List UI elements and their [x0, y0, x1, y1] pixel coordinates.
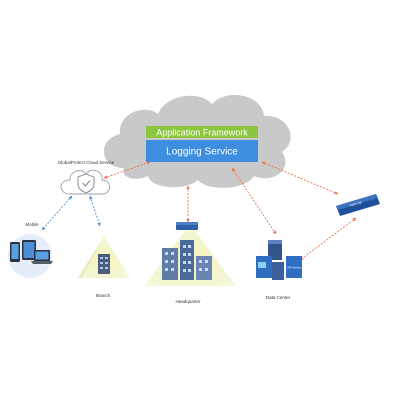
mobile-node: Mobile [8, 222, 53, 278]
data-center-label: Data Center [266, 295, 291, 300]
vm-firewall-label: VM-Series [287, 266, 302, 270]
dc-vm-firewall-icon [286, 256, 302, 278]
hq-building-main-icon [180, 240, 194, 280]
app-framework-label: Application Framework [156, 128, 248, 138]
data-center-node: VM-Series Data Center [256, 240, 302, 300]
logging-service-bar [146, 140, 258, 162]
hq-building-side-icon [196, 256, 212, 280]
headquarter-node: Headquarter [144, 222, 236, 304]
shield-icon [77, 173, 95, 194]
globalprotect-node: GlobalProtect Cloud Service [58, 160, 115, 195]
link-gp-branch [89, 195, 101, 227]
link-fw-cloud [261, 161, 339, 195]
dc-server-mid-icon [272, 262, 284, 280]
app-framework-bar [146, 126, 258, 138]
link-dc-cloud [231, 167, 277, 235]
branch-building-icon [98, 254, 110, 274]
firewall-node: PAN-OS [336, 194, 380, 216]
link-gp-cloud [103, 161, 151, 179]
headquarter-label: Headquarter [175, 299, 201, 304]
firewall-appliance-label: PAN-OS [349, 200, 362, 207]
link-fw-dc [299, 217, 357, 261]
branch-label: Branch [96, 293, 111, 298]
link-gp-mobile [41, 195, 73, 231]
dc-server-rack-icon [268, 240, 282, 260]
mobile-label: Mobile [25, 222, 39, 227]
globalprotect-label: GlobalProtect Cloud Service [58, 160, 115, 165]
checkmark-icon [82, 180, 91, 187]
logging-service-label: Logging Service [166, 147, 238, 158]
hq-building-tower-icon [162, 248, 178, 280]
branch-node: Branch [78, 236, 130, 298]
